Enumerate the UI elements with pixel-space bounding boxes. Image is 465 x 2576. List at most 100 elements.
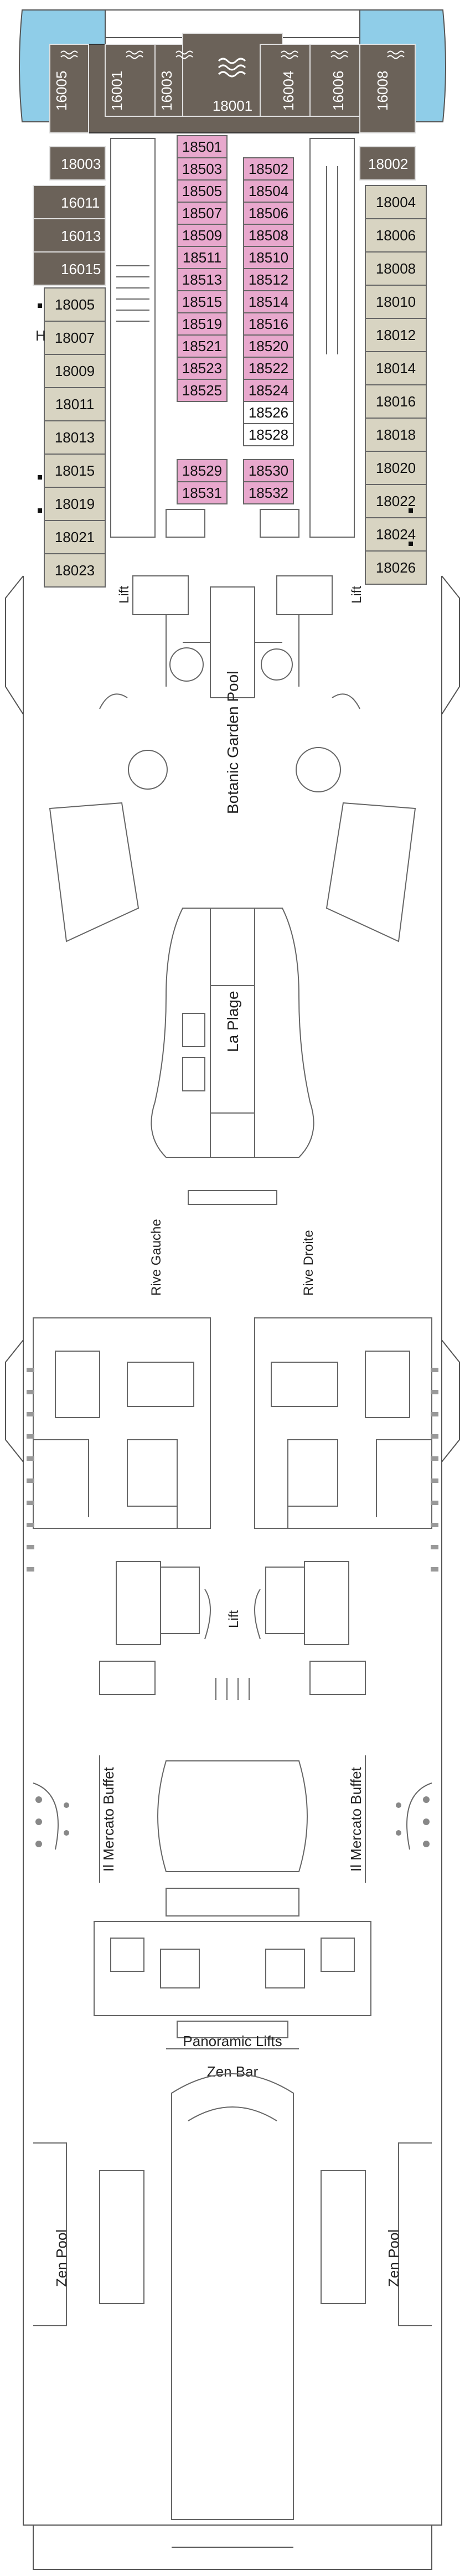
rive-droite-label: Rive Droite	[301, 1230, 316, 1296]
cabin-18531[interactable]	[177, 481, 228, 504]
cabin-16011[interactable]	[33, 185, 106, 219]
cabin-18010-label: 18010	[376, 293, 416, 310]
cabin-18519-label: 18519	[182, 316, 222, 332]
zen-pool-label-right: Zen Pool	[385, 2229, 402, 2287]
cabin-18018-label: 18018	[376, 426, 416, 443]
buffet-tables	[35, 1796, 430, 1847]
center-cabin-block: 1850118503185051850718509185111851318515…	[177, 135, 294, 504]
cabin-18016[interactable]	[365, 384, 427, 419]
cabin-18508[interactable]	[243, 224, 294, 247]
cabin-18532-label: 18532	[249, 485, 288, 501]
suite-16001-label: 16001	[108, 71, 125, 111]
forward-cabins: 18003 18002 16011 16013 16015	[33, 146, 416, 286]
cabin-18021[interactable]	[44, 520, 106, 554]
botanic-garden-pool	[49, 647, 416, 942]
cabin-18023[interactable]	[44, 553, 106, 588]
cabin-18512[interactable]	[243, 268, 294, 291]
cabin-18522[interactable]	[243, 357, 294, 380]
cabin-18532[interactable]	[243, 481, 294, 504]
cabin-18503-label: 18503	[182, 161, 222, 177]
mercato-buffet-label-left: Il Mercato Buffet	[100, 1766, 117, 1872]
lift-label-mid: Lift	[226, 1610, 241, 1628]
suite-16008[interactable]	[359, 44, 416, 133]
seating-rows-starboard	[431, 1368, 438, 1572]
cabin-18507[interactable]	[177, 202, 228, 225]
cabin-18024[interactable]	[365, 517, 427, 552]
cabin-18526[interactable]	[243, 401, 294, 424]
port-cabin-column: 1800518007180091801118013180151801918021…	[44, 287, 106, 588]
cabin-18515-label: 18515	[182, 293, 222, 310]
cabin-18508-label: 18508	[249, 227, 288, 244]
cabin-18002-label: 18002	[368, 156, 408, 172]
cabin-18019[interactable]	[44, 487, 106, 521]
cabin-18505-label: 18505	[182, 183, 222, 199]
cabin-16015-label: 16015	[61, 261, 101, 277]
cabin-18006[interactable]	[365, 218, 427, 253]
cabin-18003[interactable]	[49, 146, 106, 181]
cabin-18026[interactable]	[365, 550, 427, 585]
cabin-18018[interactable]	[365, 418, 427, 452]
cabin-18510-label: 18510	[249, 249, 288, 266]
cabin-18528[interactable]	[243, 423, 294, 446]
cabin-18504[interactable]	[243, 179, 294, 203]
cabin-18529[interactable]	[177, 459, 228, 482]
cabin-18009-label: 18009	[55, 363, 95, 379]
waves-icon	[218, 58, 246, 78]
midship-lift-area	[99, 1561, 366, 1700]
cabin-18002[interactable]	[359, 146, 416, 181]
cabin-18523[interactable]	[177, 357, 228, 380]
suite-16006-label: 16006	[330, 71, 347, 111]
cabin-18005-label: 18005	[55, 296, 95, 313]
cabin-18501[interactable]	[177, 135, 228, 158]
cabin-18014-label: 18014	[376, 360, 416, 377]
cabin-18015[interactable]	[44, 454, 106, 488]
botanic-garden-pool-label: Botanic Garden Pool	[224, 671, 241, 814]
seating-rows-port	[27, 1368, 34, 1572]
waves-icon	[60, 50, 405, 59]
cabin-16013[interactable]	[33, 218, 106, 253]
cabin-18013[interactable]	[44, 420, 106, 455]
cabin-18521-label: 18521	[182, 338, 222, 354]
accessible-marker-icons	[38, 303, 413, 546]
cabin-18525[interactable]	[177, 379, 228, 402]
cabin-18026-label: 18026	[376, 559, 416, 576]
cabin-18516[interactable]	[243, 312, 294, 336]
cabin-18528-label: 18528	[249, 426, 288, 443]
cabin-18520-label: 18520	[249, 338, 288, 354]
mercato-buffet-label-right: Il Mercato Buffet	[348, 1766, 364, 1872]
cabin-18519[interactable]	[177, 312, 228, 336]
cabin-18010[interactable]	[365, 285, 427, 319]
cabin-18529-label: 18529	[182, 462, 222, 479]
cabin-18509-label: 18509	[182, 227, 222, 244]
cabin-18524[interactable]	[243, 379, 294, 402]
cabin-16011-label: 16011	[61, 194, 100, 211]
cabin-18021-label: 18021	[55, 529, 95, 545]
cabin-18502-label: 18502	[249, 161, 288, 177]
zen-bar-label: Zen Bar	[207, 2063, 259, 2080]
panoramic-lifts-area	[166, 2021, 299, 2049]
suite-16003-label: 16003	[158, 71, 175, 111]
cabin-18023-label: 18023	[55, 562, 95, 579]
cabin-18511[interactable]	[177, 246, 228, 269]
cabin-18013-label: 18013	[55, 429, 95, 446]
cabin-18505[interactable]	[177, 179, 228, 203]
cabin-18008[interactable]	[365, 251, 427, 286]
cabin-18007[interactable]	[44, 321, 106, 355]
cabin-18521[interactable]	[177, 334, 228, 358]
cabin-18513[interactable]	[177, 268, 228, 291]
cabin-16015[interactable]	[33, 251, 106, 286]
la-plage-pool	[151, 908, 314, 1205]
cabin-18510[interactable]	[243, 246, 294, 269]
cabin-18022[interactable]	[365, 484, 427, 518]
suite-16005[interactable]	[49, 44, 89, 133]
cabin-18006-label: 18006	[376, 227, 416, 244]
cabin-18514[interactable]	[243, 290, 294, 313]
lift-label-left: Lift	[117, 586, 132, 604]
cabin-18526-label: 18526	[249, 404, 288, 421]
midship-restaurants	[33, 1317, 432, 1529]
cabin-18507-label: 18507	[182, 205, 222, 221]
cabin-18020[interactable]	[365, 451, 427, 485]
cabin-18003-label: 18003	[61, 156, 101, 172]
suite-16005-label: 16005	[53, 71, 70, 111]
